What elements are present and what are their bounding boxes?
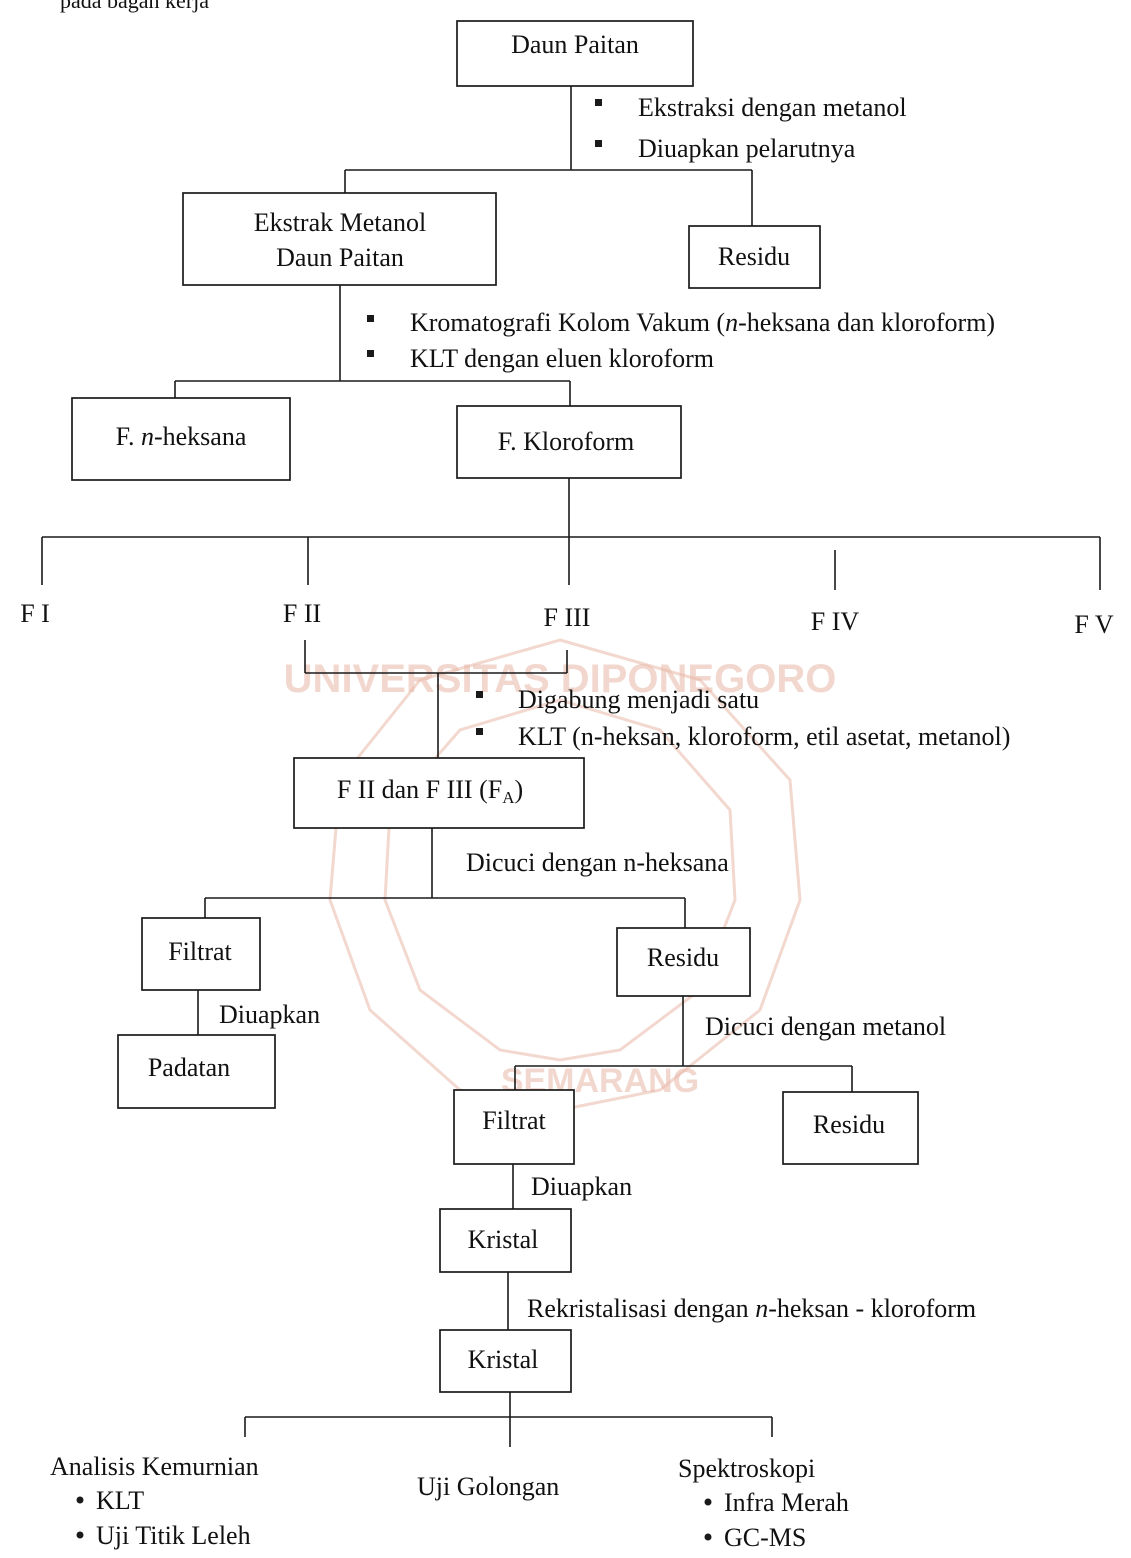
node-padatan: Padatan: [117, 1034, 276, 1109]
node-filtrat-2: Filtrat: [453, 1089, 575, 1165]
node-filtrat-2-label: Filtrat: [482, 1106, 546, 1135]
step-klt-campuran: KLT (n-heksan, kloroform, etil asetat, m…: [518, 722, 1010, 751]
node-residu-2: Residu: [616, 927, 751, 997]
step-klt-kloroform: KLT dengan eluen kloroform: [410, 344, 714, 373]
connector-lines: [41, 86, 1101, 1447]
step-digabung: Digabung menjadi satu: [518, 685, 759, 714]
watermark-seal: UNIVERSITAS DIPONEGORO SEMARANG: [284, 638, 837, 1112]
node-f-kloroform-label: F. Kloroform: [498, 427, 635, 456]
fraction-f3: F III: [544, 603, 591, 632]
spektro-item-infra-merah: Infra Merah: [724, 1488, 849, 1517]
node-fa-label: F II dan F III (FA): [337, 775, 523, 807]
node-kristal-2-label: Kristal: [468, 1345, 539, 1374]
node-residu-1: Residu: [688, 225, 821, 289]
fraction-f5: F V: [1074, 610, 1113, 639]
node-residu-3-label: Residu: [813, 1110, 885, 1139]
final-analyses: Analisis Kemurnian KLT Uji Titik Leleh U…: [50, 1452, 849, 1552]
uji-golongan: Uji Golongan: [417, 1472, 559, 1501]
node-fa: F II dan F III (FA): [293, 757, 585, 829]
top-caption: pada bagan kerja: [60, 0, 209, 13]
node-residu-2-label: Residu: [647, 943, 719, 972]
step-diuapkan-2: Diuapkan: [531, 1172, 632, 1201]
node-ekstrak-metanol: Ekstrak Metanol Daun Paitan: [182, 192, 497, 286]
node-f-heksana-label: F. n-heksana: [116, 422, 247, 451]
node-daun-paitan-label: Daun Paitan: [511, 30, 639, 59]
step-diuapkan-1: Diuapkan: [219, 1000, 320, 1029]
step-rekristalisasi: Rekristalisasi dengan n-heksan - klorofo…: [527, 1294, 976, 1323]
step-kromatografi: Kromatografi Kolom Vakum (n-heksana dan …: [410, 308, 995, 337]
node-kristal-1-label: Kristal: [468, 1225, 539, 1254]
node-kristal-1: Kristal: [439, 1208, 572, 1273]
watermark-top-text: UNIVERSITAS DIPONEGORO: [284, 657, 837, 701]
node-f-heksana: F. n-heksana: [71, 397, 291, 481]
step-ekstraksi: Ekstraksi dengan metanol: [638, 93, 907, 122]
step-dicuci-heksana: Dicuci dengan n-heksana: [466, 848, 729, 877]
analisis-item-titik-leleh: Uji Titik Leleh: [96, 1521, 251, 1550]
fraction-f1: F I: [20, 599, 50, 628]
node-filtrat-1: Filtrat: [141, 917, 261, 991]
node-filtrat-1-label: Filtrat: [168, 937, 232, 966]
step-dicuci-metanol: Dicuci dengan metanol: [705, 1012, 946, 1041]
node-ekstrak-line1: Ekstrak Metanol: [254, 208, 427, 237]
spektroskopi-title: Spektroskopi: [678, 1454, 815, 1483]
fraction-labels: F I F II F III F IV F V: [20, 599, 1114, 639]
node-ekstrak-line2: Daun Paitan: [276, 243, 404, 272]
analisis-item-klt: KLT: [96, 1486, 144, 1515]
fraction-f2: F II: [283, 599, 321, 628]
step-annotations: Ekstraksi dengan metanol Diuapkan pelaru…: [219, 93, 1010, 1323]
node-residu-1-label: Residu: [718, 242, 790, 271]
fraction-f4: F IV: [811, 607, 860, 636]
node-f-kloroform: F. Kloroform: [456, 405, 682, 479]
step-diuapkan-pelarut: Diuapkan pelarutnya: [638, 134, 856, 163]
node-daun-paitan: Daun Paitan: [456, 20, 694, 87]
node-padatan-label: Padatan: [148, 1053, 230, 1082]
spektro-item-gc-ms: GC-MS: [724, 1523, 806, 1552]
node-kristal-2: Kristal: [439, 1329, 572, 1393]
analisis-kemurnian-title: Analisis Kemurnian: [50, 1452, 259, 1481]
node-residu-3: Residu: [782, 1091, 919, 1165]
